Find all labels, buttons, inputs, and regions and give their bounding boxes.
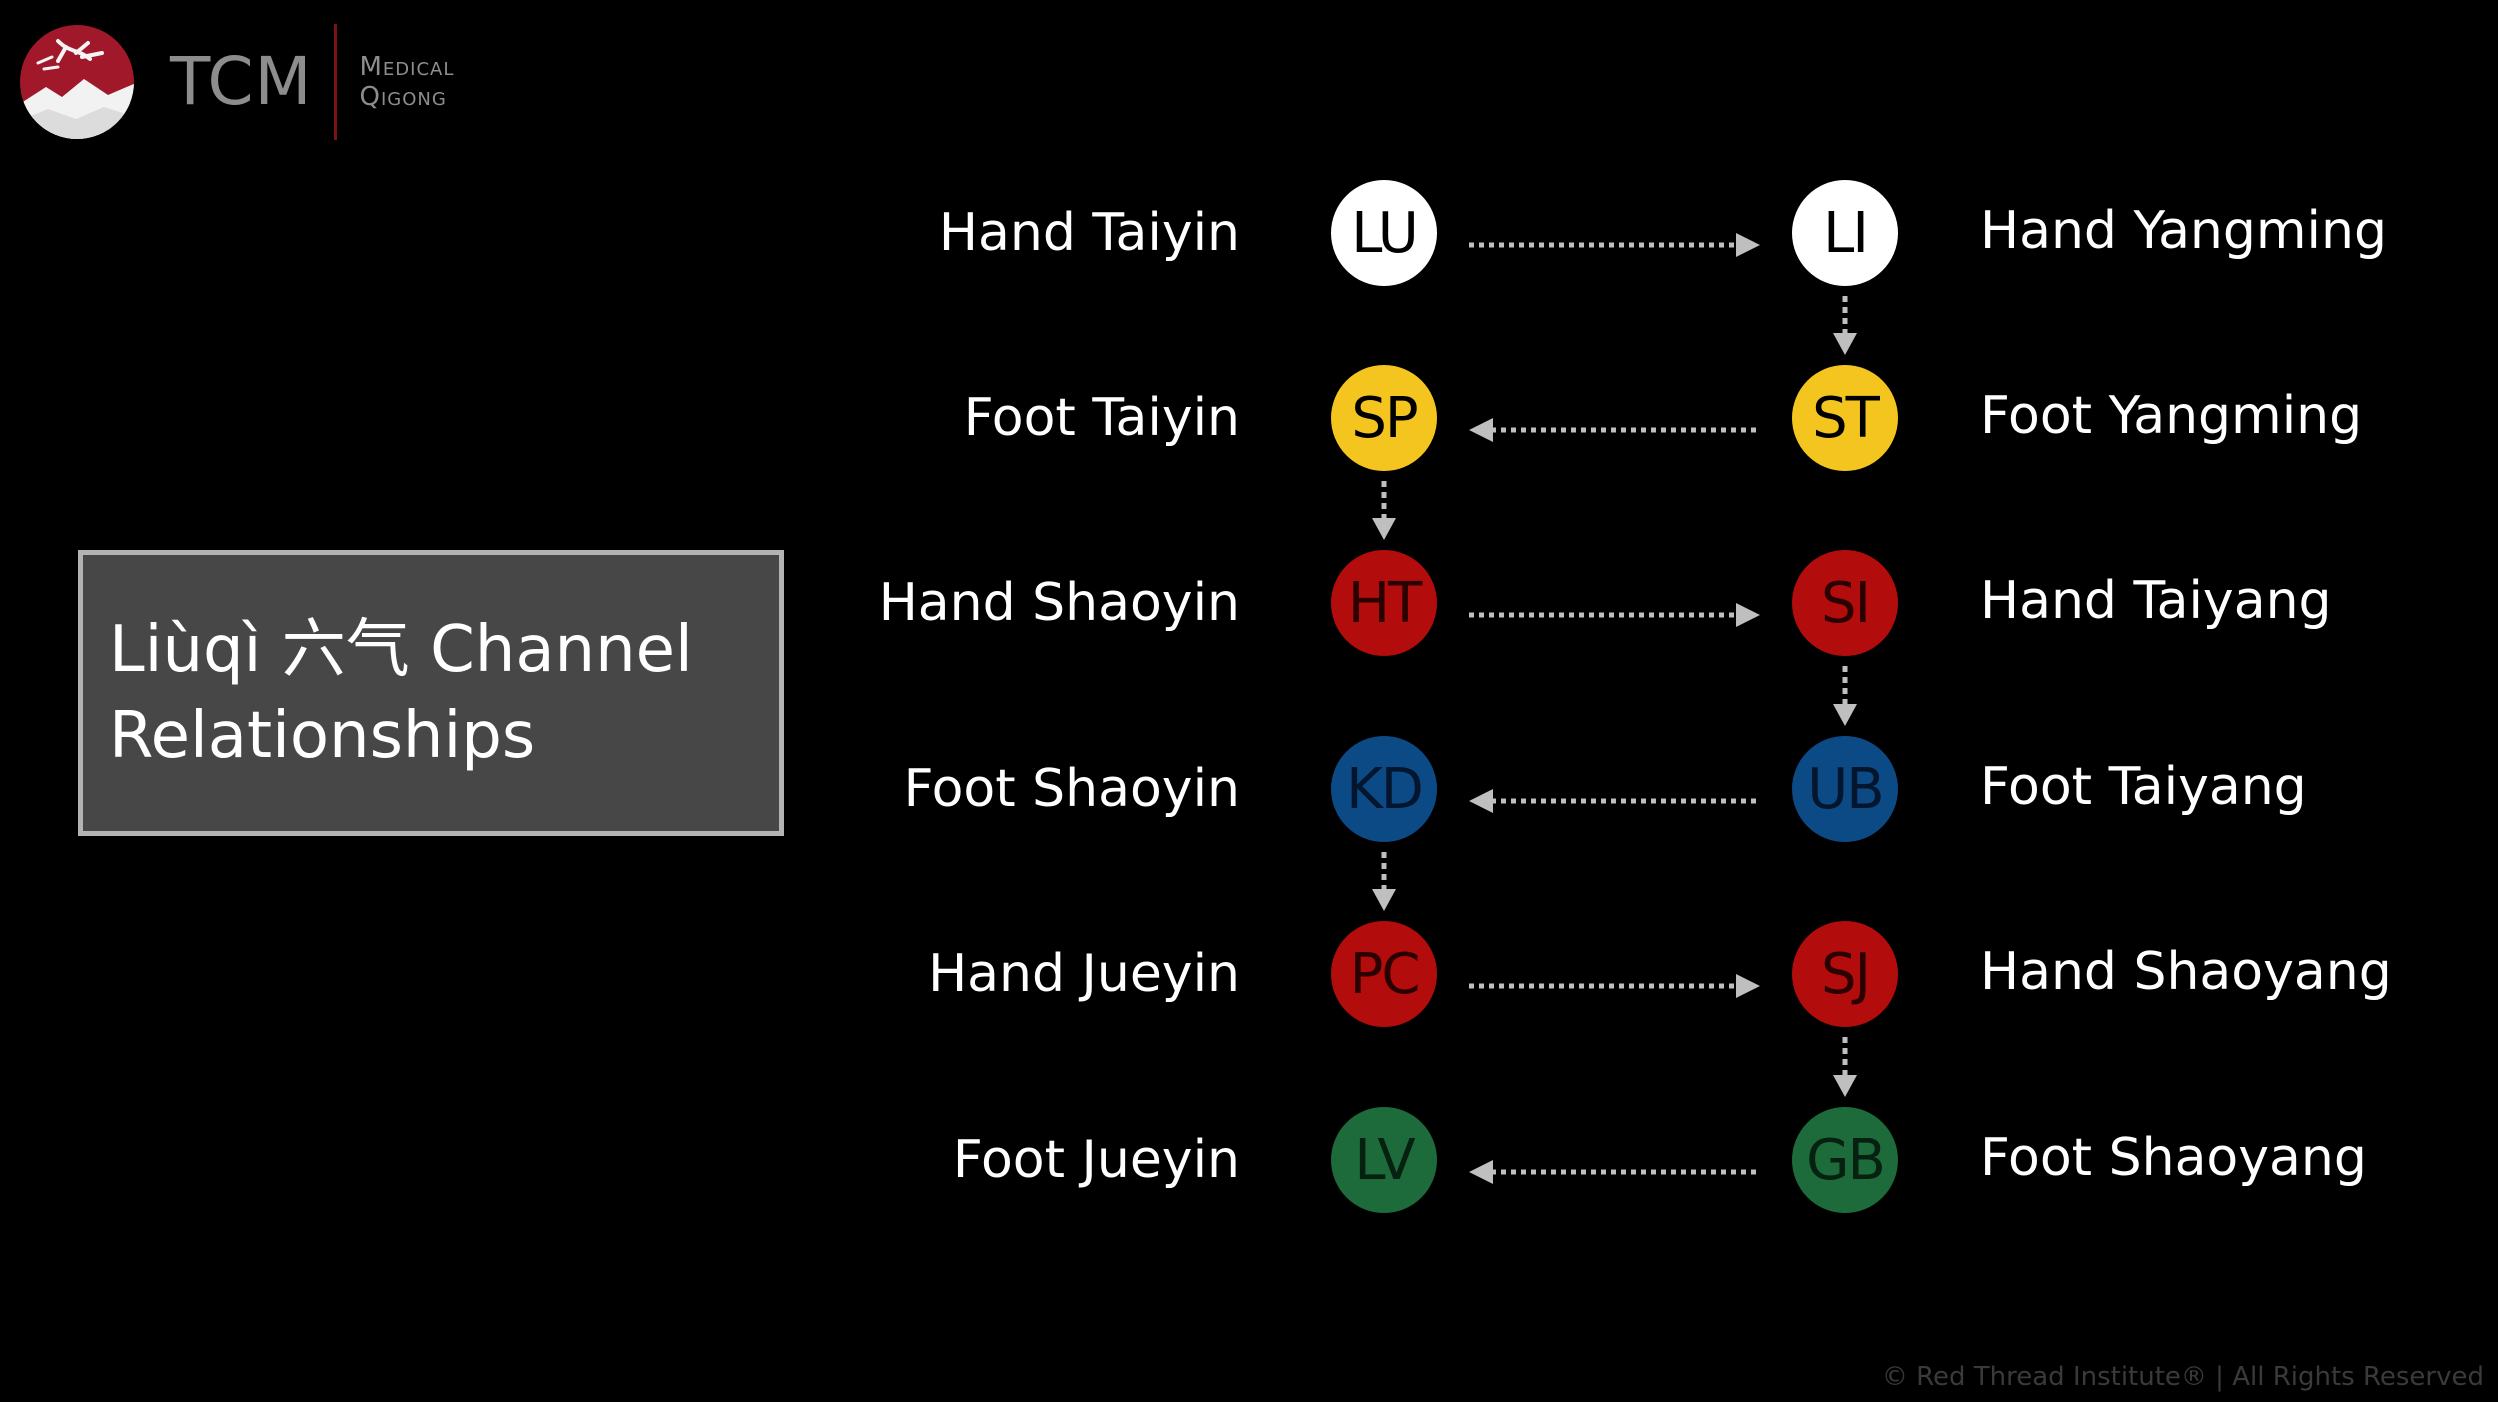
channel-label-st: Foot Yangming <box>1980 386 2363 446</box>
channel-label-si: Hand Taiyang <box>1980 571 2332 631</box>
channel-node-kd: KD <box>1331 736 1437 842</box>
channel-node-sj: SJ <box>1792 921 1898 1027</box>
vertical-arrow <box>1833 1037 1857 1097</box>
horizontal-arrow <box>1469 1160 1760 1184</box>
channel-label-lv: Foot Jueyin <box>952 1130 1240 1190</box>
channel-node-lv: LV <box>1331 1107 1437 1213</box>
vertical-arrow <box>1833 296 1857 355</box>
horizontal-arrow <box>1469 233 1760 257</box>
channel-node-pc: PC <box>1331 921 1437 1027</box>
horizontal-arrow <box>1469 974 1760 998</box>
horizontal-arrow <box>1469 789 1760 813</box>
logo-subtitle: Medical Qigong <box>359 52 454 112</box>
channel-node-ht: HT <box>1331 550 1437 656</box>
logo-name: TCM <box>170 43 313 120</box>
channel-label-pc: Hand Jueyin <box>928 944 1240 1004</box>
channel-label-sj: Hand Shaoyang <box>1980 942 2392 1002</box>
logo-emblem-icon <box>20 25 134 139</box>
channel-label-li: Hand Yangming <box>1980 201 2387 261</box>
channel-node-st: ST <box>1792 365 1898 471</box>
title-box: Liùqì 六气 Channel Relationships <box>78 550 784 836</box>
channel-label-lu: Hand Taiyin <box>938 203 1240 263</box>
channel-node-ub: UB <box>1792 736 1898 842</box>
horizontal-arrow <box>1469 418 1760 442</box>
vertical-arrow <box>1372 481 1396 540</box>
horizontal-arrow <box>1469 603 1760 627</box>
logo-subtitle-line2: Qigong <box>359 82 447 112</box>
logo-subtitle-line1: Medical <box>359 52 455 82</box>
copyright-footer: © Red Thread Institute® | All Rights Res… <box>1881 1362 2484 1392</box>
page-title: Liùqì 六气 Channel Relationships <box>109 613 693 773</box>
vertical-arrow <box>1372 852 1396 911</box>
logo: TCM Medical Qigong <box>18 22 454 142</box>
vertical-arrow <box>1833 666 1857 726</box>
channel-node-gb: GB <box>1792 1107 1898 1213</box>
channel-label-sp: Foot Taiyin <box>963 388 1240 448</box>
channel-label-ub: Foot Taiyang <box>1980 757 2307 817</box>
channel-node-sp: SP <box>1331 365 1437 471</box>
logo-divider <box>334 24 338 140</box>
channel-label-kd: Foot Shaoyin <box>903 759 1240 819</box>
channel-label-gb: Foot Shaoyang <box>1980 1128 2367 1188</box>
channel-label-ht: Hand Shaoyin <box>878 573 1240 633</box>
channel-node-lu: LU <box>1331 180 1437 286</box>
channel-node-li: LI <box>1792 180 1898 286</box>
channel-node-si: SI <box>1792 550 1898 656</box>
